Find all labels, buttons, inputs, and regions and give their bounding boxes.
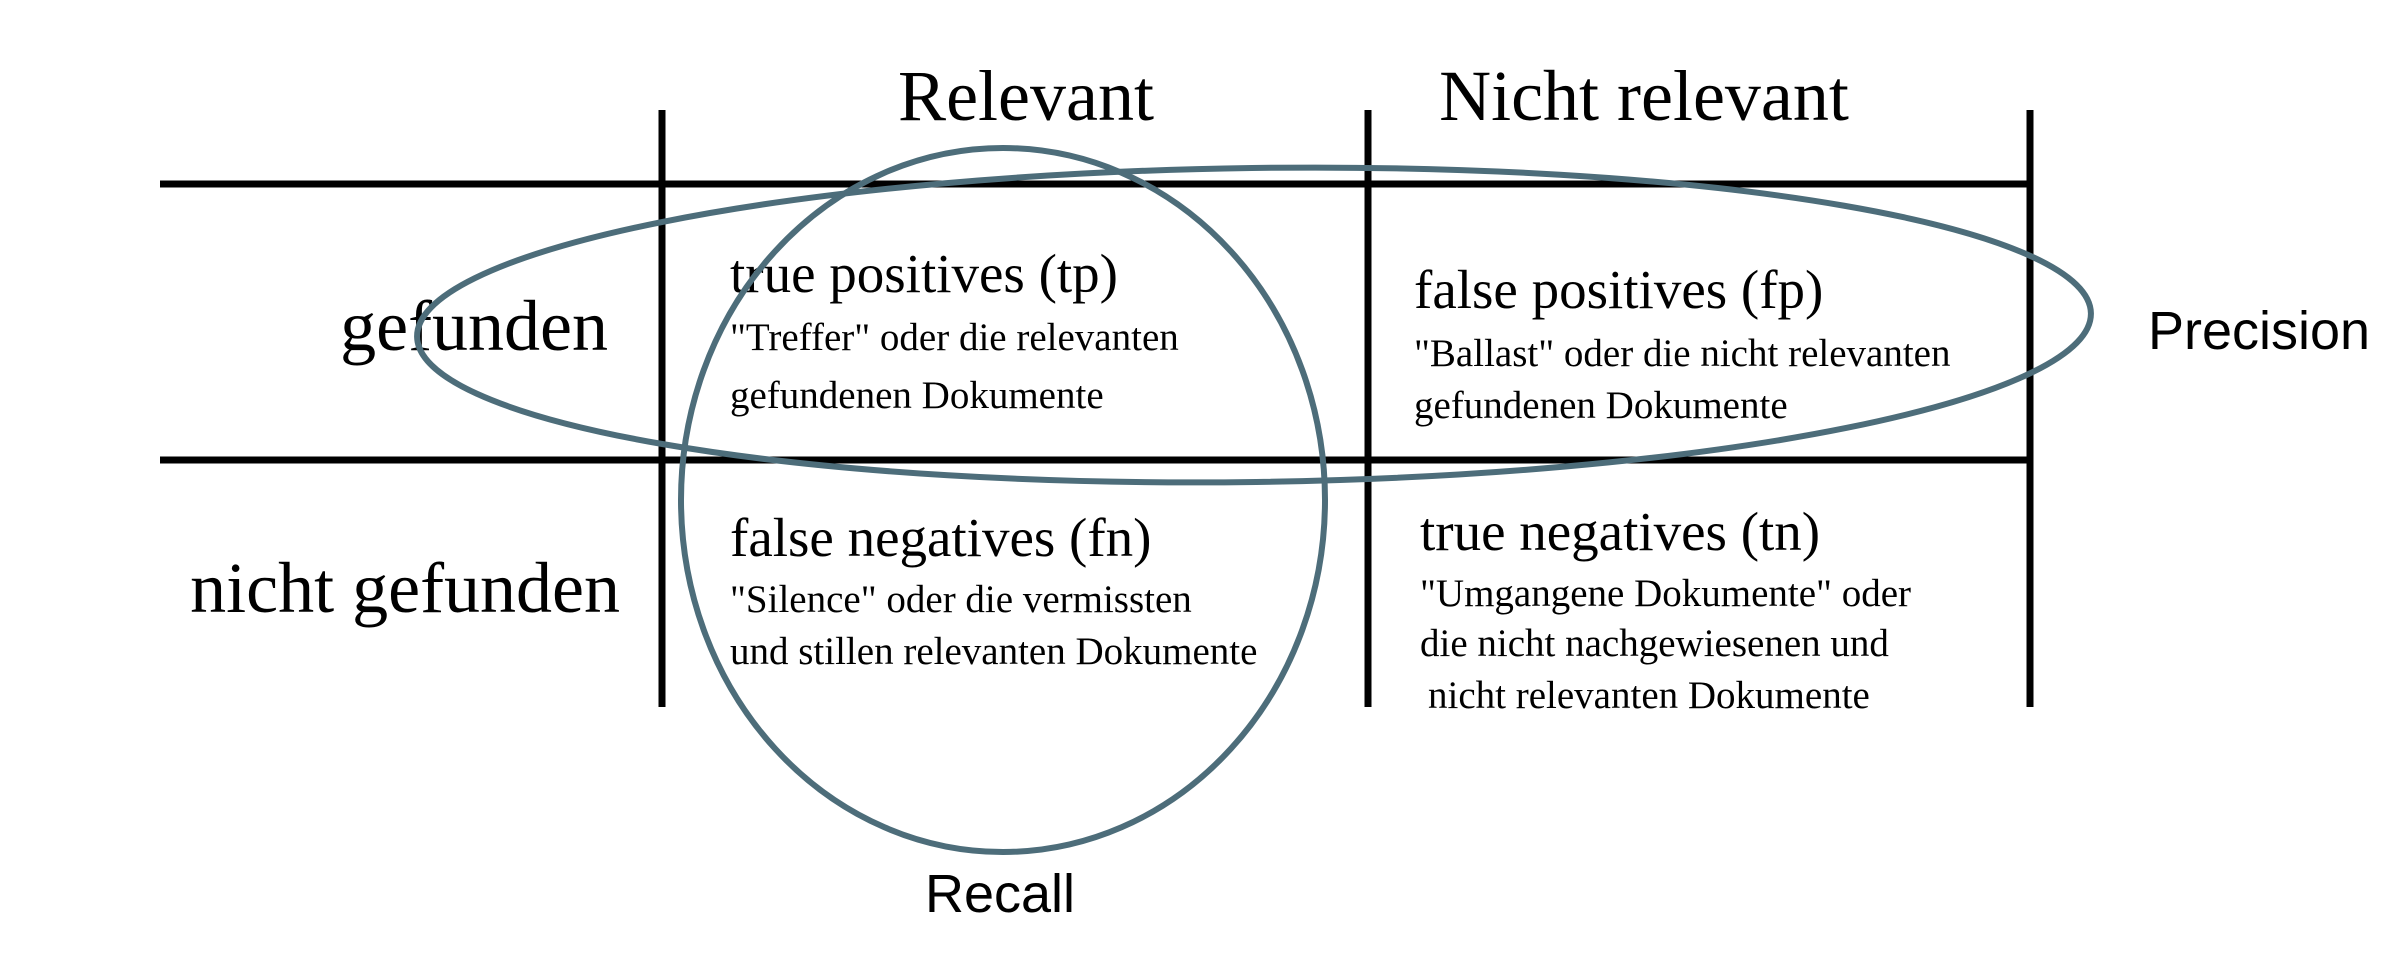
column-header-nicht-relevant: Nicht relevant <box>1439 56 1849 136</box>
cell-tp-line-2: gefundenen Dokumente <box>730 374 1104 417</box>
cell-fp-title: false positives (fp) <box>1414 259 1823 320</box>
cell-fn-line-2: und stillen relevanten Dokumente <box>730 630 1257 673</box>
cell-tp-title: true positives (tp) <box>730 243 1118 304</box>
cell-tp-line-1: "Treffer" oder die relevanten <box>730 316 1179 359</box>
cell-tn-line-2: die nicht nachgewiesenen und <box>1420 622 1889 665</box>
recall-label: Recall <box>925 864 1075 924</box>
column-header-relevant: Relevant <box>898 56 1154 136</box>
cell-fp-line-2: gefundenen Dokumente <box>1414 384 1788 427</box>
precision-ellipse <box>414 164 2094 486</box>
precision-label: Precision <box>2148 301 2370 361</box>
cell-tn-title: true negatives (tn) <box>1420 501 1820 562</box>
recall-ellipse <box>678 145 1328 855</box>
row-label-nicht-gefunden: nicht gefunden <box>190 548 620 628</box>
cell-fn-title: false negatives (fn) <box>730 507 1151 568</box>
cell-fn-line-1: "Silence" oder die vermissten <box>730 578 1192 621</box>
row-label-gefunden: gefunden <box>340 286 608 366</box>
cell-tn-line-3: nicht relevanten Dokumente <box>1428 674 1870 717</box>
cell-fp-line-1: "Ballast" oder die nicht relevanten <box>1414 332 1950 375</box>
cell-tn-line-1: "Umgangene Dokumente" oder <box>1420 572 1911 615</box>
